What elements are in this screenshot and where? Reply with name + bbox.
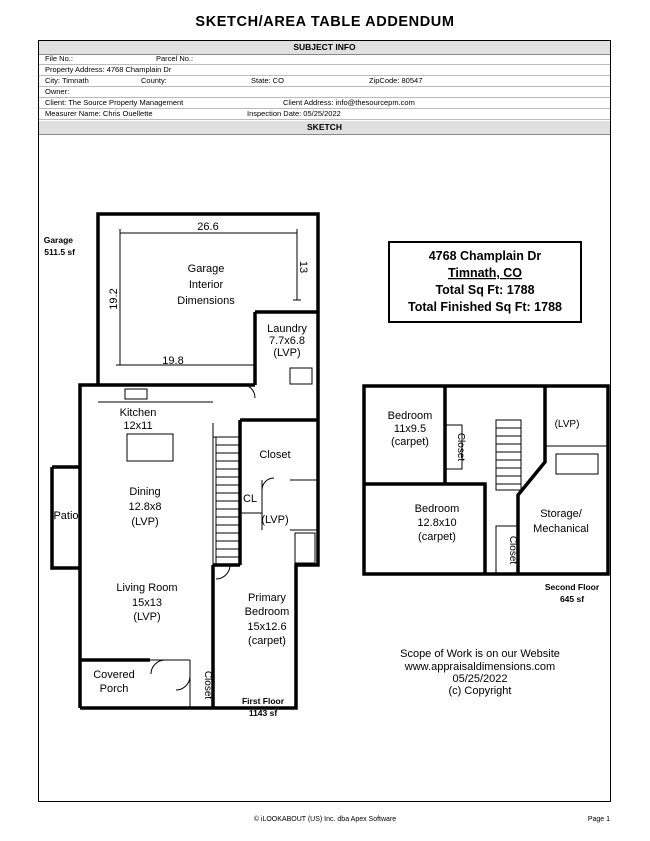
scope-notice: Scope of Work is on our Website www.appr… xyxy=(400,648,560,697)
dining-2: 12.8x8 xyxy=(128,501,161,513)
dim-left: 19.2 xyxy=(108,288,120,309)
lvp-upstairs: (LVP) xyxy=(555,419,580,430)
summary-finished: Total Finished Sq Ft: 1788 xyxy=(408,300,562,314)
primary-3: 15x12.6 xyxy=(247,621,286,633)
owner: Owner: xyxy=(45,87,70,96)
living-3: (LVP) xyxy=(133,611,160,623)
sketch-header: SKETCH xyxy=(39,121,610,135)
garage-area: 511.5 sf xyxy=(44,247,75,257)
laundry-1: Laundry xyxy=(267,323,307,335)
second-floor-labels: Bedroom 11x9.5 (carpet) Closet (LVP) Bed… xyxy=(388,410,600,604)
addendum-frame: SUBJECT INFO File No.: Parcel No.: Prope… xyxy=(38,40,611,802)
lvp-label: (LVP) xyxy=(261,514,288,526)
primary-1: Primary xyxy=(248,592,286,604)
first-floor-label: First Floor xyxy=(242,696,285,706)
dim-right: 13 xyxy=(297,261,309,273)
closet-label: Closet xyxy=(259,449,290,461)
scope-line2: www.appraisaldimensions.com xyxy=(404,661,555,673)
client-address: Client Address: info@thesourcepm.com xyxy=(283,98,415,107)
kitchen-2: 12x11 xyxy=(123,420,152,432)
bedroom1-2: 11x9.5 xyxy=(394,423,426,435)
second-floor-details xyxy=(444,419,608,575)
garage-interior-2: Interior xyxy=(189,279,224,291)
row-owner: Owner: xyxy=(39,87,610,98)
kitchen-1: Kitchen xyxy=(120,407,157,419)
scope-line1: Scope of Work is on our Website xyxy=(400,648,560,660)
patio-label: Patio xyxy=(53,510,78,522)
storage-2: Mechanical xyxy=(533,523,589,535)
row-measurer: Measurer Name: Chris Ouellette Inspectio… xyxy=(39,109,610,120)
row-client: Client: The Source Property Management C… xyxy=(39,98,610,109)
living-2: 15x13 xyxy=(132,597,162,609)
stairs-first xyxy=(215,436,241,566)
dining-1: Dining xyxy=(129,486,160,498)
first-floor-details xyxy=(98,367,318,708)
row-city: City: Timnath County: State: CO ZipCode:… xyxy=(39,76,610,87)
garage-interior-3: Dimensions xyxy=(177,295,235,307)
laundry-3: (LVP) xyxy=(273,347,300,359)
closet-bed2: Closet xyxy=(507,536,518,565)
file-no: File No.: xyxy=(45,54,73,63)
first-floor-area: 1143 sf xyxy=(249,708,278,718)
cl-label: CL xyxy=(243,493,257,505)
footer-page: Page 1 xyxy=(587,816,610,823)
measurer: Measurer Name: Chris Ouellette xyxy=(45,109,153,118)
porch-2: Porch xyxy=(100,683,129,695)
subject-info-header: SUBJECT INFO xyxy=(39,41,610,55)
row-file: File No.: Parcel No.: xyxy=(39,54,610,65)
dim-bottom: 19.8 xyxy=(162,355,183,367)
primary-2: Bedroom xyxy=(245,606,290,618)
bedroom1-3: (carpet) xyxy=(391,436,429,448)
summary-address: 4768 Champlain Dr xyxy=(429,249,542,263)
door-swings xyxy=(150,383,275,691)
property-address: Property Address: 4768 Champlain Dr xyxy=(45,65,172,74)
second-floor-area: 645 sf xyxy=(560,594,584,604)
row-address: Property Address: 4768 Champlain Dr xyxy=(39,65,610,76)
primary-4: (carpet) xyxy=(248,635,286,647)
summary-text: 4768 Champlain Dr Timnath, CO Total Sq F… xyxy=(408,249,562,314)
page-title: SKETCH/AREA TABLE ADDENDUM xyxy=(195,14,455,30)
dining-3: (LVP) xyxy=(131,516,158,528)
county: County: xyxy=(141,76,167,85)
closet-porch: Closet xyxy=(202,671,213,700)
dim-width: 26.6 xyxy=(197,221,218,233)
garage-label: Garage xyxy=(44,235,74,245)
laundry-2: 7.7x6.8 xyxy=(269,335,305,347)
first-floor-labels: Garage 511.5 sf 26.6 19.8 19.2 13 Garage… xyxy=(44,221,309,718)
inspection-date: Inspection Date: 05/25/2022 xyxy=(247,109,341,118)
first-floor-walls xyxy=(50,212,320,710)
garage-dimension-lines xyxy=(116,229,301,369)
closet-bed1: Closet xyxy=(455,433,466,462)
bedroom2-1: Bedroom xyxy=(415,503,460,515)
parcel-no: Parcel No.: xyxy=(156,54,194,63)
porch-1: Covered xyxy=(93,669,135,681)
scope-line4: (c) Copyright xyxy=(449,685,512,697)
summary-box xyxy=(388,241,582,323)
scope-line3: 05/25/2022 xyxy=(452,673,507,685)
living-1: Living Room xyxy=(116,582,177,594)
summary-city: Timnath, CO xyxy=(448,266,522,280)
client: Client: The Source Property Management xyxy=(45,98,184,107)
zip: ZipCode: 80547 xyxy=(369,76,423,85)
storage-1: Storage/ xyxy=(540,508,583,520)
footer-copyright: © iLOOKABOUT (US) Inc. dba Apex Software xyxy=(253,816,397,823)
bedroom2-2: 12.8x10 xyxy=(417,517,456,529)
second-floor-label: Second Floor xyxy=(545,582,600,592)
bedroom2-3: (carpet) xyxy=(418,531,456,543)
bedroom1-1: Bedroom xyxy=(388,410,433,422)
city: City: Timnath xyxy=(45,76,89,85)
summary-total: Total Sq Ft: 1788 xyxy=(435,283,534,297)
garage-interior-1: Garage xyxy=(188,263,225,275)
state: State: CO xyxy=(251,76,284,85)
